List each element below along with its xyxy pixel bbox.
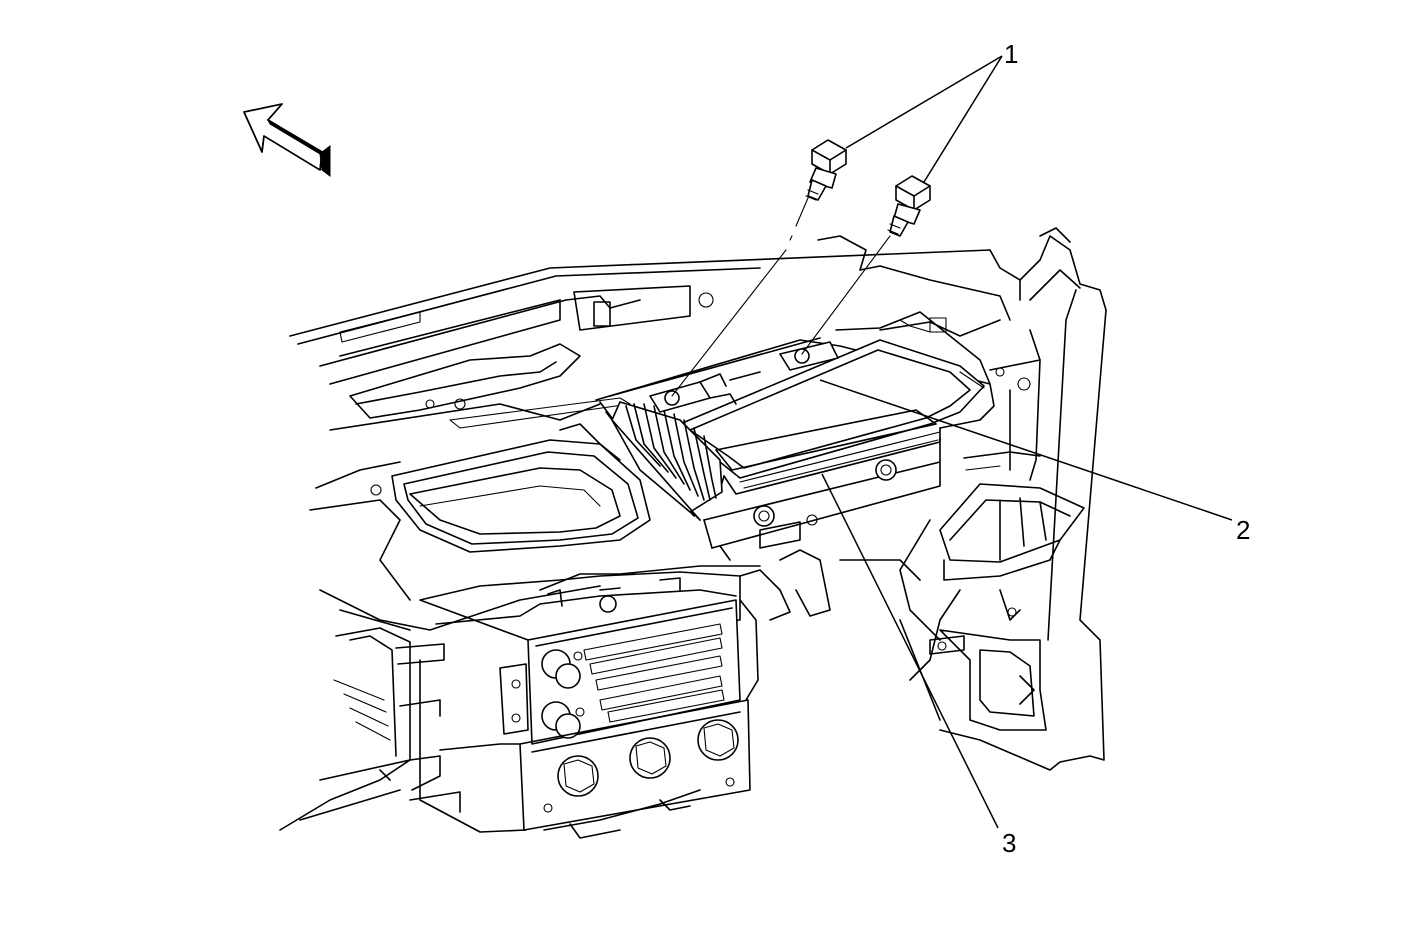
callout-label-2: 2	[1236, 515, 1250, 545]
left-air-vent	[391, 423, 651, 553]
bolt-install-line-right	[801, 235, 891, 355]
callout-3-leader	[821, 473, 999, 829]
instrument-panel-outline	[289, 235, 1021, 631]
callout-label-3: 3	[1002, 828, 1016, 858]
left-lower-structure	[279, 627, 527, 833]
callout-1-leader-a	[845, 55, 1003, 149]
right-pillar-structure	[939, 227, 1107, 771]
module-mounting-tabs	[649, 341, 839, 413]
radio-hvac-stack	[419, 571, 759, 839]
callout-2-leader	[819, 379, 1233, 521]
module-heat-sink	[611, 401, 723, 521]
callout-leaders	[819, 55, 1233, 829]
callout-label-1: 1	[1004, 39, 1018, 69]
right-lower-bracket	[929, 589, 1047, 731]
fastener-bolt-left	[805, 139, 847, 201]
control-module	[679, 339, 985, 495]
fastener-bolt-right	[887, 175, 931, 237]
callout-1-leader-b	[923, 55, 1003, 183]
center-support	[739, 549, 941, 721]
bolt-install-line-left	[671, 197, 809, 397]
direction-arrow-icon	[243, 103, 331, 177]
